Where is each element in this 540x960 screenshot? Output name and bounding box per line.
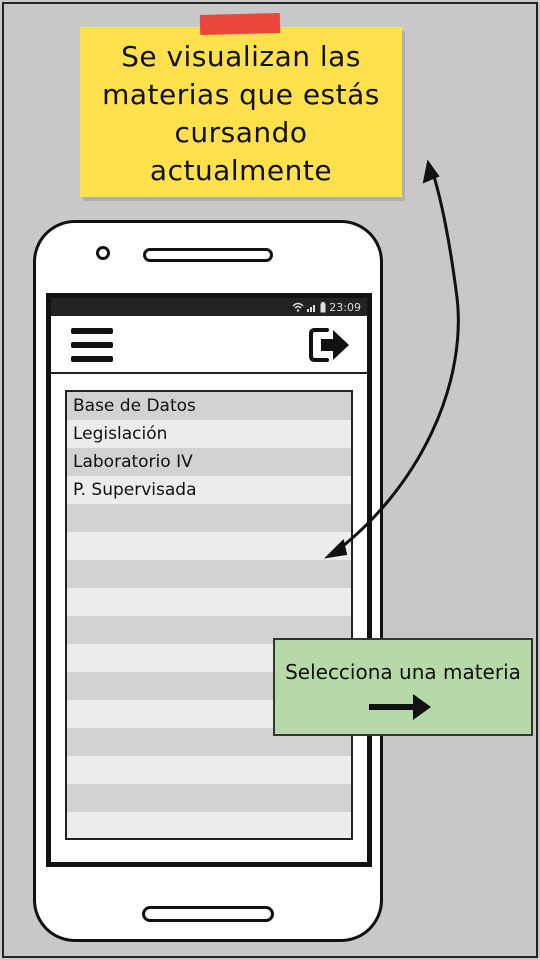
sticky-line: Se visualizan las: [121, 40, 361, 73]
list-item[interactable]: [67, 756, 351, 784]
list-item[interactable]: [67, 504, 351, 532]
wifi-icon: [292, 302, 304, 312]
list-item[interactable]: [67, 588, 351, 616]
callout-box: Selecciona una materia: [273, 638, 533, 736]
hamburger-menu-icon[interactable]: [71, 328, 113, 362]
battery-icon: [320, 301, 326, 312]
list-item[interactable]: Legislación: [67, 420, 351, 448]
home-button[interactable]: [142, 906, 274, 922]
sticky-line: cursando: [174, 116, 308, 149]
earpiece-speaker: [143, 248, 273, 262]
sticky-line: materias que estás: [102, 78, 380, 111]
callout-label: Selecciona una materia: [285, 660, 521, 684]
tape-strip: [199, 12, 281, 36]
logout-icon[interactable]: [307, 326, 353, 364]
list-item[interactable]: [67, 784, 351, 812]
list-item[interactable]: P. Supervisada: [67, 476, 351, 504]
status-bar: 23:09: [51, 298, 367, 316]
front-camera: [96, 246, 110, 260]
arrow-right-icon: [369, 694, 431, 720]
list-item[interactable]: Base de Datos: [67, 392, 351, 420]
list-item[interactable]: [67, 532, 351, 560]
signal-icon: [307, 305, 316, 312]
list-item[interactable]: [67, 812, 351, 838]
list-item[interactable]: Laboratorio IV: [67, 448, 351, 476]
sticky-line: actualmente: [149, 154, 333, 187]
status-time: 23:09: [329, 300, 361, 314]
sticky-note: [80, 27, 402, 197]
list-item[interactable]: [67, 560, 351, 588]
app-bar: [51, 316, 367, 374]
sticky-note-text: Se visualizan las materias que estás cur…: [80, 38, 402, 190]
